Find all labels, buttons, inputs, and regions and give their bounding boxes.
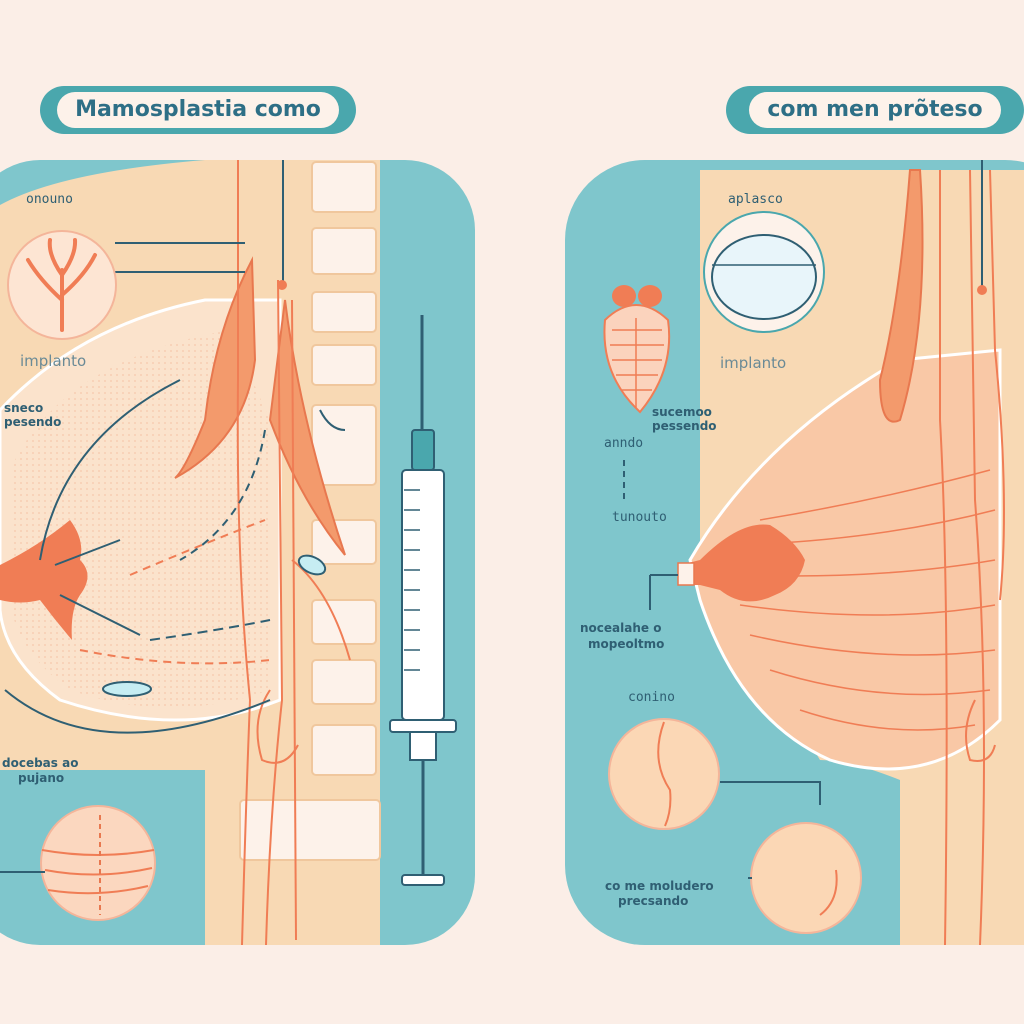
right-label-bottom-2: precsando [618,894,689,908]
right-skin-circle-1 [608,718,720,830]
right-label-side-1: anndo [604,436,644,451]
left-muscle-lower [268,299,346,556]
right-label-side-2: tunouto [612,510,667,525]
left-label-top: onouno [26,192,73,207]
right-label-sub-1: sucemoo [652,405,712,419]
left-label-bottom-2: pujano [18,771,65,785]
left-ribs [239,161,381,861]
syringe [389,315,457,886]
right-vessels [939,169,1005,946]
left-label-ducts-2: pesendo [4,415,62,429]
left-arrows [4,242,346,734]
right-label-implant: implanto [720,354,787,372]
right-label-top: aplasco [728,192,783,207]
right-title-pill: com men prõteso [726,86,1024,134]
left-vessels [236,160,351,946]
right-label-nipple-2: mopeoltmo [588,637,665,651]
left-panel-art [0,160,475,946]
left-nipple [0,520,88,640]
left-skin-circle [40,805,156,921]
left-label-bottom-1: docebas ao [2,756,79,770]
right-nipple [680,524,805,602]
left-label-implant: implanto [20,352,87,370]
tissue-icon [603,285,671,414]
left-title-pill: Mamosplastia como [40,86,356,134]
right-label-sub-2: pessendo [652,419,717,433]
right-label-nipple-1: nocealahe o [580,621,662,635]
right-skin-circle-2 [750,822,862,934]
right-panel-art [565,160,1024,946]
left-title: Mamosplastia como [57,92,339,128]
right-title: com men prõteso [749,92,1001,128]
right-label-circle: conino [628,690,675,705]
implant-icon [711,234,817,320]
left-label-ducts-1: sneco [4,401,44,415]
right-label-bottom-1: co me moludero [605,879,714,893]
